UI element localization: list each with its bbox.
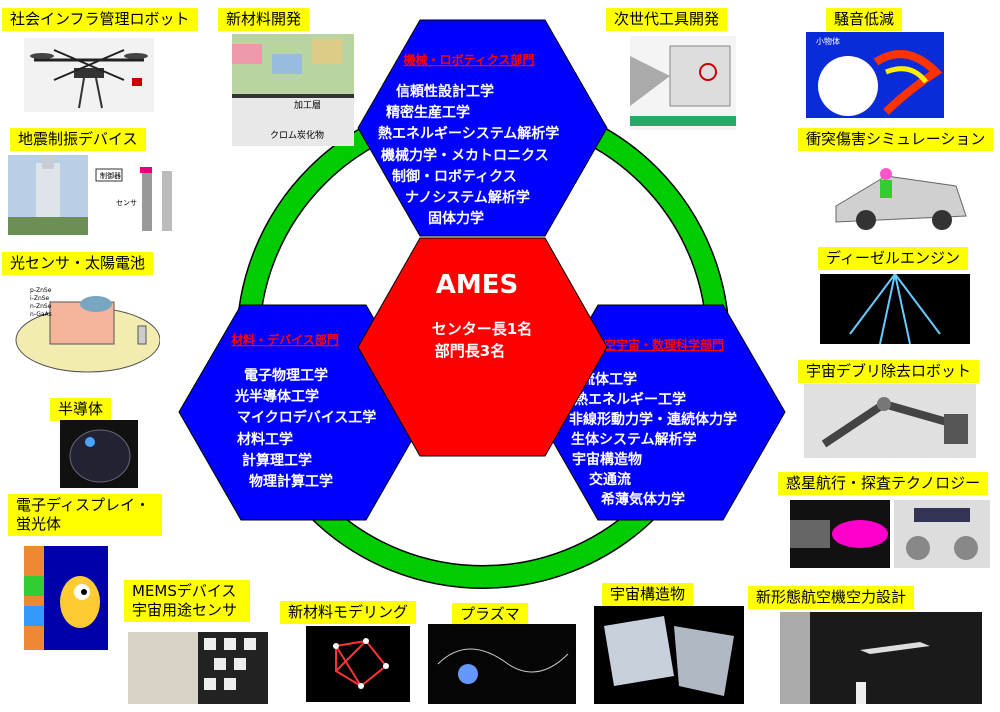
field-item: 電子物理工学: [244, 367, 328, 384]
field-item: 熱エネルギー工学: [574, 391, 686, 408]
hex-mechanical-robotics: 機械・ロボティクス部門 信頼性設計工学 精密生産工学 熱エネルギーシステム解析学…: [357, 19, 608, 237]
photo-planet-rover: [894, 500, 990, 568]
topic-material-model: 新材料モデリング: [280, 601, 417, 624]
photo-space-structure: [594, 606, 744, 704]
field-item: 宇宙構造物: [572, 451, 642, 468]
field-item: 信頼性設計工学: [396, 83, 494, 100]
photo-display: [24, 546, 108, 650]
photo-noise-flow: 小物体: [806, 32, 944, 118]
photo-label: n-GaAs: [30, 311, 52, 318]
photo-tool-simulation: [630, 36, 736, 130]
topic-photo-sensor: 光センサ・太陽電池: [2, 252, 154, 275]
photo-label: 制御器: [100, 171, 121, 180]
photo-material-micrograph: 加工層クロム炭化物: [232, 34, 354, 146]
topic-space-struct: 宇宙構造物: [602, 583, 694, 606]
field-item: 流体工学: [581, 371, 637, 388]
topic-new-material: 新材料開発: [218, 8, 310, 31]
topic-next-tool: 次世代工具開発: [606, 8, 728, 31]
field-item: 生体システム解析学: [571, 431, 697, 448]
photo-semiconductor: [60, 420, 138, 488]
topic-mems: MEMSデバイス 宇宙用途センサ: [124, 580, 250, 622]
topic-aircraft: 新形態航空機空力設計: [748, 586, 915, 609]
field-item: 熱エネルギーシステム解析学: [378, 125, 559, 142]
photo-label: p-ZnSe: [30, 287, 52, 294]
topic-crash: 衝突傷害シミュレーション: [798, 128, 994, 151]
photo-label: i-ZnSe: [30, 295, 50, 302]
photo-label: 小物体: [816, 36, 840, 46]
topic-display: 電子ディスプレイ・蛍光体: [8, 494, 162, 536]
photo-drone: [24, 38, 154, 112]
dept-title-aerospace: 航空宇宙・数理科学部門: [592, 337, 724, 352]
field-item: 制御・ロボティクス: [392, 168, 517, 185]
field-item: 機械力学・メカトロニクス: [381, 147, 549, 164]
field-item: 物理計算工学: [249, 473, 333, 490]
dept-title-mechanical: 機械・ロボティクス部門: [404, 52, 535, 67]
field-item: 非線形動力学・連続体力学: [569, 411, 737, 428]
photo-diesel-spray: [820, 274, 970, 344]
topic-diesel: ディーゼルエンジン: [818, 247, 968, 270]
topic-noise: 騒音低減: [826, 8, 903, 31]
topic-seismic: 地震制振デバイス: [10, 128, 146, 151]
topic-planet: 惑星航行・探査テクノロジー: [778, 472, 989, 495]
center-title: AMES: [436, 270, 518, 300]
field-item: ナノシステム解析学: [405, 189, 530, 206]
photo-mems: [128, 632, 268, 704]
photo-material-model: [306, 626, 410, 702]
photo-aircraft-wind: [780, 612, 982, 704]
photo-plasma: [428, 624, 576, 704]
field-item: 希薄気体力学: [601, 491, 685, 508]
photo-debris-robot: [804, 384, 976, 458]
field-item: マイクロデバイス工学: [237, 409, 376, 426]
field-item: 光半導体工学: [234, 388, 319, 405]
center-line: センター長1名: [432, 320, 532, 338]
photo-crash-sim: [826, 156, 974, 232]
field-item: 固体力学: [428, 210, 484, 227]
topic-debris-robot: 宇宙デブリ除去ロボット: [798, 360, 980, 383]
center-line: 部門長3名: [435, 342, 505, 360]
field-item: 材料工学: [237, 431, 293, 448]
photo-label: 加工層: [294, 100, 321, 111]
photo-planet-thruster: [790, 500, 890, 568]
photo-label: クロム炭化物: [270, 129, 324, 141]
topic-plasma: プラズマ: [452, 603, 528, 626]
photo-label: センサ: [116, 199, 137, 207]
field-item: 精密生産工学: [386, 104, 470, 121]
field-item: 交通流: [589, 471, 631, 488]
hex-center-ames: AMES センター長1名 部門長3名: [357, 237, 608, 457]
field-item: 計算理工学: [242, 452, 312, 469]
topic-semiconductor: 半導体: [50, 398, 112, 421]
topic-infra-robot: 社会インフラ管理ロボット: [2, 8, 198, 31]
photo-label: n-ZnSe: [30, 303, 52, 310]
dept-title-materials: 材料・デバイス部門: [230, 332, 339, 347]
photo-seismic-device: 制御器センサ: [8, 155, 184, 235]
